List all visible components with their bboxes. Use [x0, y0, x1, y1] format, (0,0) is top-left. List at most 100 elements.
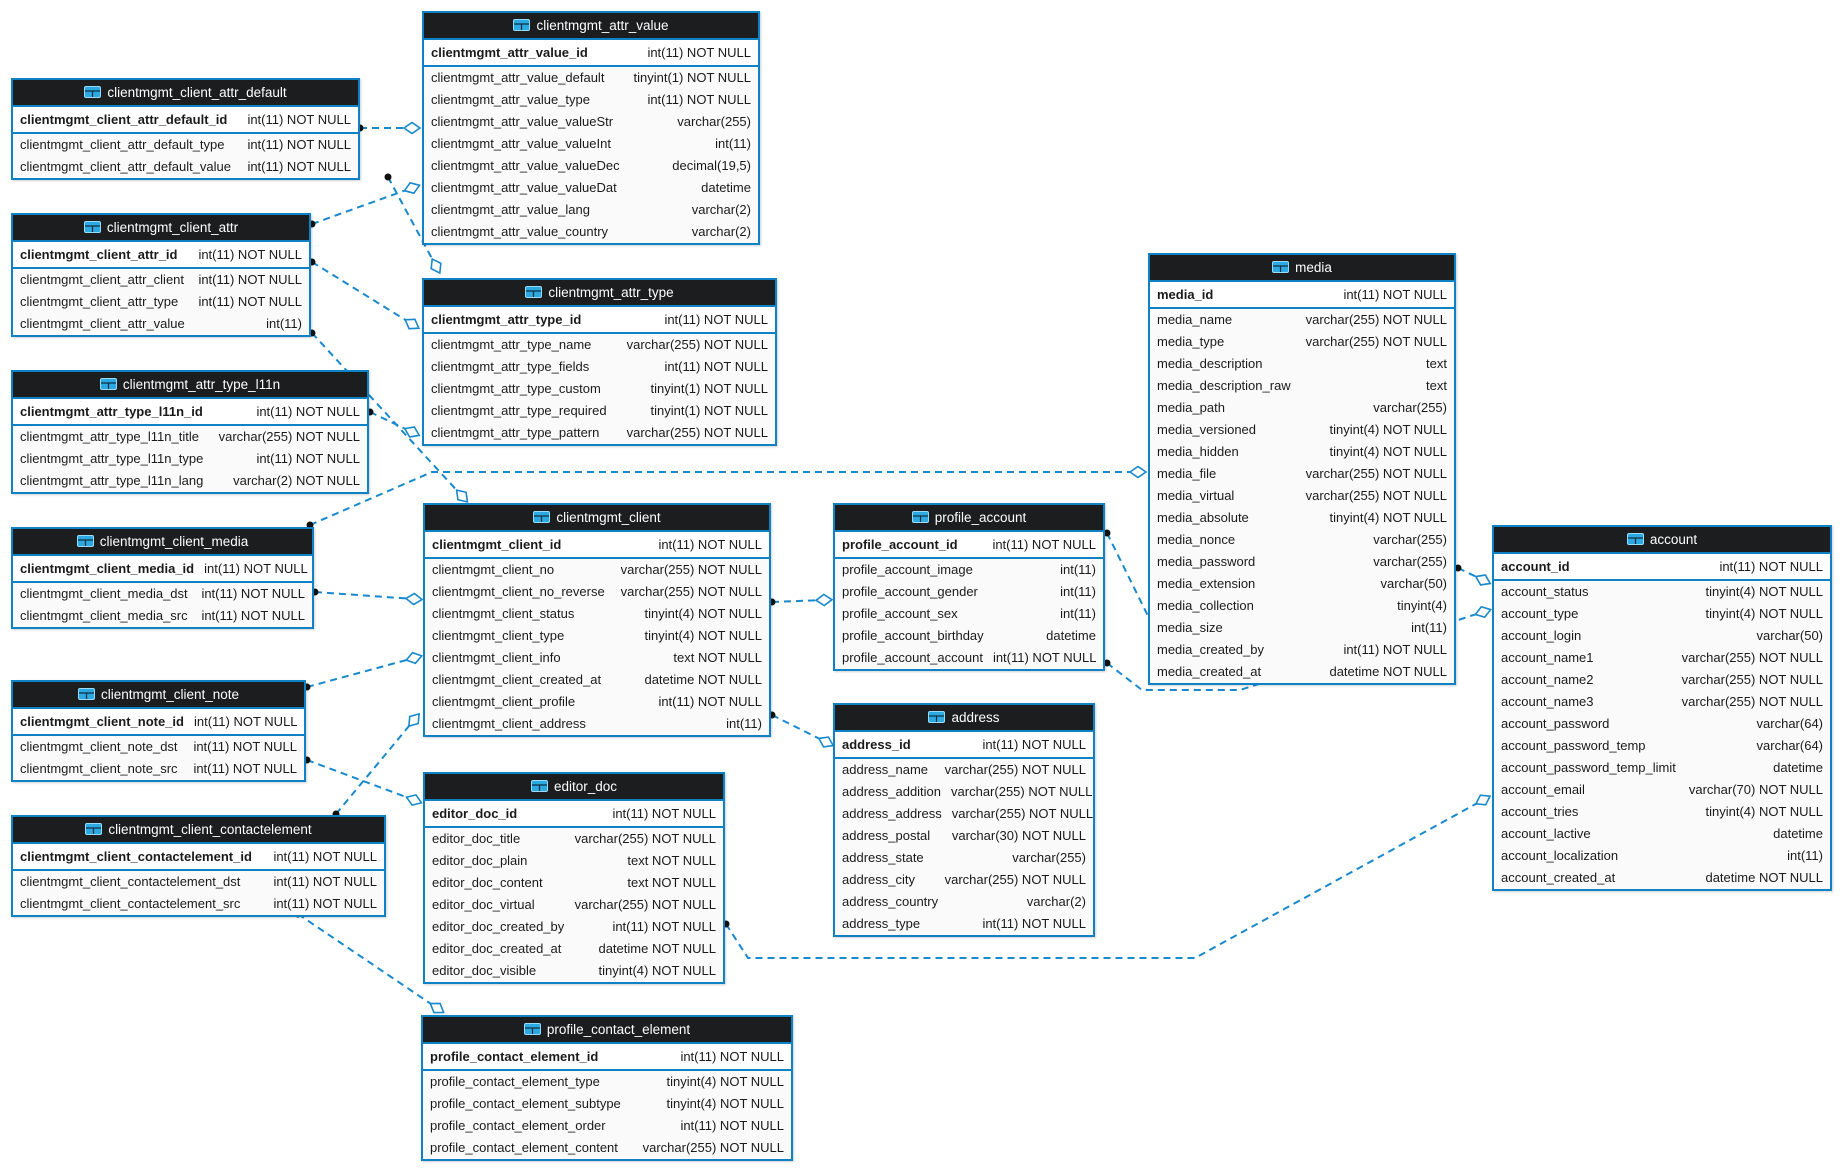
relationship-line[interactable]: [309, 471, 1138, 526]
relationship-clientmgmt_client_attr_default-to-clientmgmt_attr_type[interactable]: [384, 173, 445, 276]
table-clientmgmt_client_media[interactable]: clientmgmt_client_media clientmgmt_client…: [11, 527, 314, 629]
relationship-line[interactable]: [311, 261, 413, 325]
table-header[interactable]: clientmgmt_attr_type: [424, 280, 775, 307]
relationship-clientmgmt_client_attr-to-clientmgmt_attr_type[interactable]: [308, 258, 422, 333]
table-header[interactable]: clientmgmt_client_media: [13, 529, 312, 556]
table-header[interactable]: profile_account: [835, 505, 1103, 532]
relationship-clientmgmt_client_media-to-media[interactable]: [306, 465, 1148, 529]
relationship-line[interactable]: [314, 591, 415, 600]
relationship-media-to-account[interactable]: [1454, 564, 1493, 589]
table-header[interactable]: clientmgmt_attr_value: [424, 13, 758, 40]
table-header[interactable]: clientmgmt_client: [425, 505, 769, 532]
relationship-clientmgmt_client-to-profile_account[interactable]: [768, 593, 834, 607]
relationship-line[interactable]: [306, 759, 415, 801]
table-header[interactable]: clientmgmt_client_note: [13, 682, 304, 709]
relationship-clientmgmt_client_note-to-clientmgmt_client[interactable]: [303, 651, 424, 691]
relationship-clientmgmt_client_attr-to-clientmgmt_attr_value[interactable]: [308, 180, 422, 228]
table-header[interactable]: media: [1150, 255, 1454, 282]
relationship-line[interactable]: [335, 719, 415, 815]
table-header[interactable]: clientmgmt_client_contactelement: [13, 817, 384, 844]
table-header[interactable]: profile_contact_element: [423, 1017, 791, 1044]
table-header[interactable]: account: [1494, 527, 1830, 554]
relationship-clientmgmt_client-to-address[interactable]: [768, 711, 836, 751]
relationship-line[interactable]: [725, 799, 1484, 959]
relationship-line[interactable]: [1457, 567, 1484, 581]
